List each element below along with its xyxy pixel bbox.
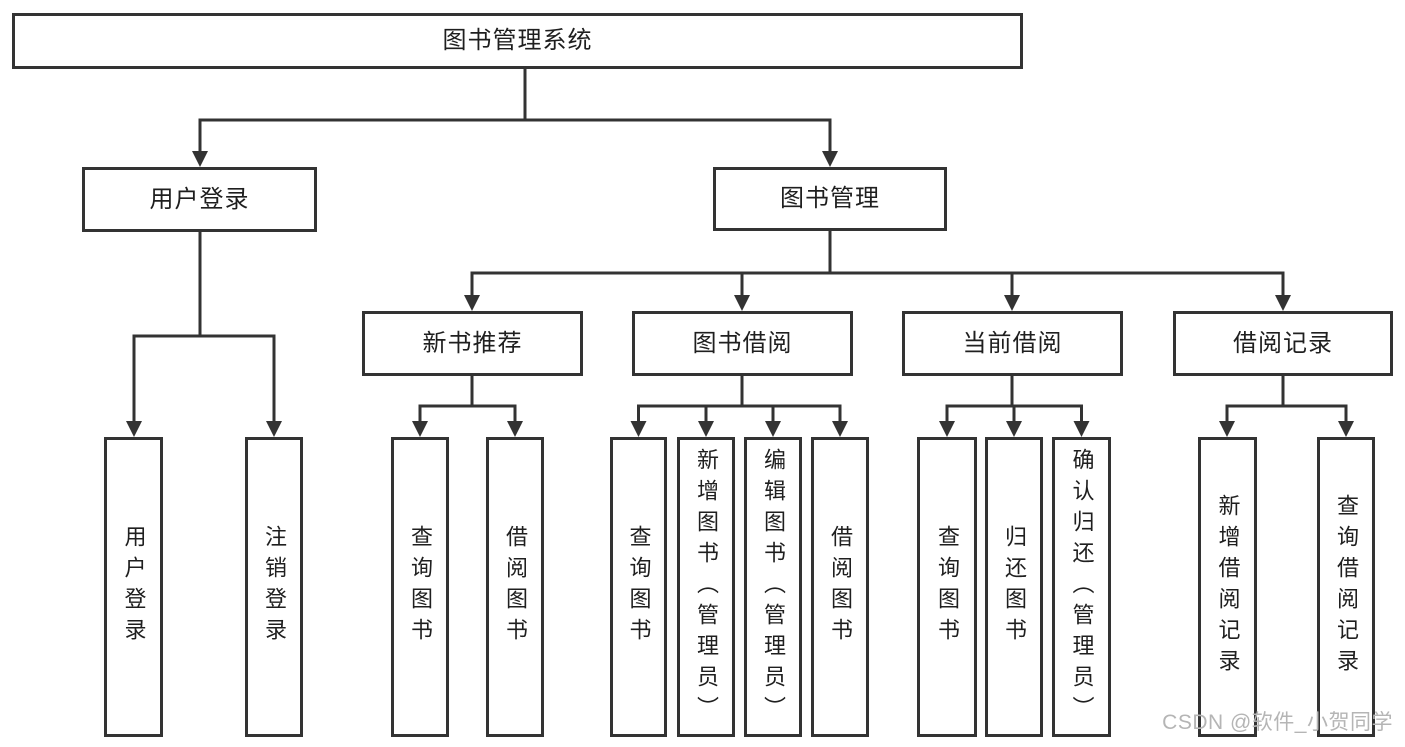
leaf-edit-book-admin: 编辑图书（管理员） bbox=[744, 437, 802, 737]
leaf-user-login: 用户登录 bbox=[104, 437, 163, 737]
node-book-borrowing: 图书借阅 bbox=[632, 311, 853, 376]
csdn-watermark: CSDN @软件_小贺同学 bbox=[1162, 711, 1393, 734]
node-library-management-system: 图书管理系统 bbox=[12, 13, 1023, 69]
leaf-borrow-book: 借阅图书 bbox=[811, 437, 869, 737]
leaf-add-borrow-record: 新增借阅记录 bbox=[1198, 437, 1257, 737]
leaf-add-book-admin: 新增图书（管理员） bbox=[677, 437, 735, 737]
leaf-return-book: 归还图书 bbox=[985, 437, 1043, 737]
node-borrowing-records: 借阅记录 bbox=[1173, 311, 1393, 376]
arrowheads bbox=[126, 151, 1354, 437]
leaf-query-book-borrowing: 查询图书 bbox=[610, 437, 667, 737]
leaf-borrow-book-recommend: 借阅图书 bbox=[486, 437, 544, 737]
node-current-borrowing: 当前借阅 bbox=[902, 311, 1123, 376]
leaf-logout: 注销登录 bbox=[245, 437, 303, 737]
node-user-login: 用户登录 bbox=[82, 167, 317, 232]
connector-strokes bbox=[132, 69, 1348, 428]
leaf-query-book-recommend: 查询图书 bbox=[391, 437, 449, 737]
leaf-query-borrow-record: 查询借阅记录 bbox=[1317, 437, 1375, 737]
node-book-management: 图书管理 bbox=[713, 167, 947, 231]
node-new-book-recommend: 新书推荐 bbox=[362, 311, 583, 376]
leaf-query-book-current: 查询图书 bbox=[917, 437, 977, 737]
leaf-confirm-return-admin: 确认归还（管理员） bbox=[1052, 437, 1111, 737]
